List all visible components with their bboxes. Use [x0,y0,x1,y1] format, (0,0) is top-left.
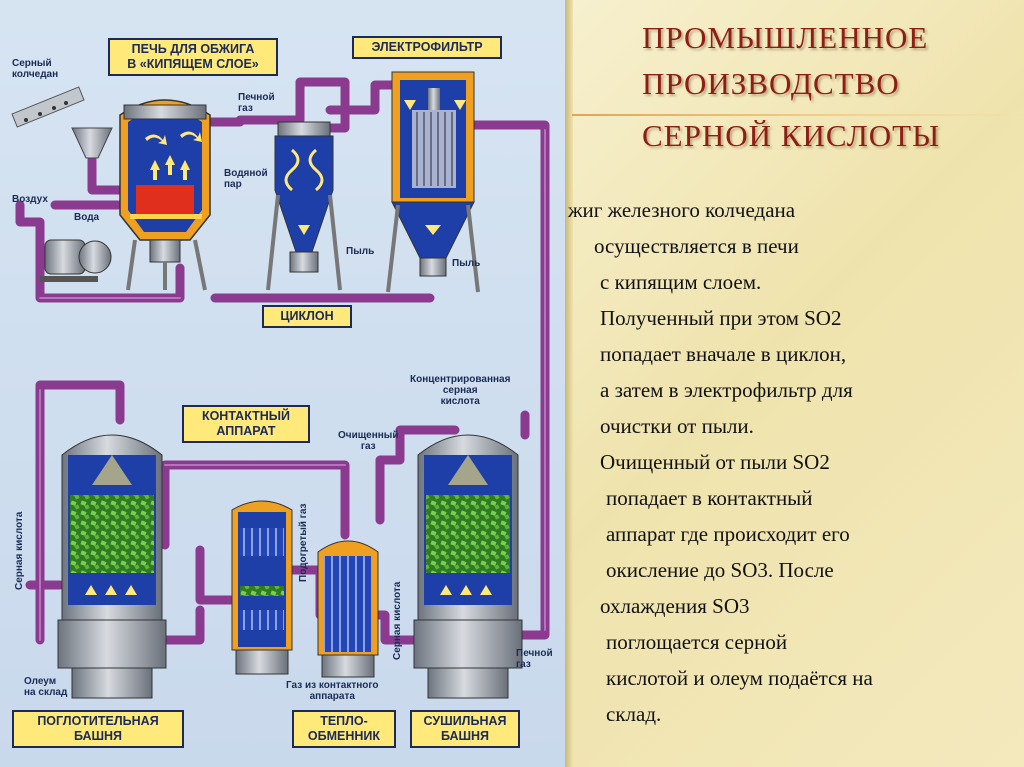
furnace-gas-bottom-line-1: Печной [516,648,553,659]
pipe-feed [87,155,127,195]
contact-box-line-2: АППАРАТ [216,424,276,438]
process-diagram [0,0,565,767]
cyclone-vessel [266,121,342,291]
water-vapor-line-2: пар [224,179,242,190]
oleum-line-1: Олеум [24,676,57,687]
conc-acid-line-2: серная [442,385,478,396]
absorption-box-label: ПОГЛОТИТЕЛЬНАЯ БАШНЯ [12,710,184,748]
water-vapor-line-1: Водяной [224,168,268,179]
title-line-3: СЕРНОЙ КИСЛОТЫ [642,118,941,153]
pyrite-label: Серный колчедан [12,58,58,80]
cleaned-gas-line-1: Очищенный [338,430,399,441]
dust-label-1: Пыль [346,246,375,257]
absorption-box-line-2: БАШНЯ [73,729,123,743]
furnace-box-line-1: ПЕЧЬ ДЛЯ ОБЖИГА [131,42,255,56]
pyrite-label-line-2: колчедан [12,69,59,80]
body-line-6: а затем в электрофильтр для [600,378,853,402]
drying-tower [413,434,523,699]
drying-box-line-2: БАШНЯ [440,729,490,743]
body-line-8: Очищенный от пыли SO2 [600,450,830,474]
heat-exchanger [317,540,379,678]
oleum-label: Олеум на склад [24,676,67,698]
body-line-10: аппарат где происходит его [606,522,850,546]
furnace-box-label: ПЕЧЬ ДЛЯ ОБЖИГА В «КИПЯЩЕМ СЛОЕ» [108,38,278,76]
heat-exchanger-box-label: ТЕПЛО- ОБМЕННИК [292,710,396,748]
furnace-gas-bottom-line-2: газ [516,659,531,670]
body-line-9: попадает в контактный [606,486,813,510]
drying-box-line-1: СУШИЛЬНАЯ [423,714,507,728]
body-line-14: кислотой и олеум подаётся на [606,666,873,690]
furnace-gas-top-line-1: Печной [238,92,275,103]
absorption-tower [57,434,167,699]
pipe-drying-top [375,425,460,525]
heated-gas-label: Подогретый газ [298,503,309,582]
drying-box-label: СУШИЛЬНАЯ БАШНЯ [410,710,520,748]
contact-gas-line-2: аппарата [309,691,355,702]
body-line-13: поглощается серной [606,630,788,654]
water-vapor-label: Водяной пар [224,168,268,190]
conc-acid-line-1: Концентрированная [410,374,511,385]
pipe-furnace-gas [205,77,350,133]
oleum-line-2: на склад [24,687,68,698]
contact-gas-line-1: Газ из контактного [286,680,379,691]
heat-exchanger-box-line-1: ТЕПЛО- [320,714,368,728]
body-line-12: охлаждения SO3 [600,594,750,618]
body-line-3: с кипящим слоем. [600,270,762,294]
electrofilter-box-label: ЭЛЕКТРОФИЛЬТР [352,36,502,59]
contact-apparatus [231,500,293,675]
body-line-2: осуществляется в печи [594,234,799,258]
pipe-cyclone-efilter [325,80,405,115]
pipe-exchanger-bottom [160,605,205,645]
water-label: Вода [74,212,100,223]
conc-acid-label: Концентрированная серная кислота [410,374,510,407]
body-line-11: окисление до SO3. После [606,558,834,582]
cyclone-box-label: ЦИКЛОН [262,305,352,328]
text-panel [565,0,1024,767]
sulfuric-acid-left-label: Серная кислота [14,511,25,590]
air-blower [40,239,112,282]
cleaned-gas-line-2: газ [360,441,376,452]
heat-exchanger-box-line-2: ОБМЕННИК [307,729,381,743]
body-line-5: попадает вначале в циклон, [600,342,847,366]
title-line-1: ПРОМЫШЛЕННОЕ [642,20,929,55]
body-line-7: очистки от пыли. [600,414,754,438]
cleaned-gas-label: Очищенный газ [338,430,399,452]
air-label: Воздух [12,194,48,205]
body-line-1: жиг железного колчедана [568,198,796,222]
electrofilter-vessel [386,71,480,293]
furnace-gas-top-line-2: газ [238,103,253,114]
contact-box-label: КОНТАКТНЫЙ АППАРАТ [182,405,310,443]
title-divider [572,114,1024,116]
dust-label-2: Пыль [452,258,481,269]
title-line-2: ПРОИЗВОДСТВО [642,66,900,101]
furnace-gas-top-label: Печной газ [238,92,275,114]
contact-gas-label: Газ из контактного аппарата [286,680,379,702]
furnace-box-line-2: В «КИПЯЩЕМ СЛОЕ» [127,57,259,71]
contact-box-line-1: КОНТАКТНЫЙ [201,409,291,423]
furnace-vessel [119,99,211,291]
pipe-exchanger-links [195,545,240,605]
conc-acid-line-3: кислота [440,396,480,407]
pyrite-hopper [11,86,113,159]
sulfuric-acid-mid-label: Серная кислота [392,581,403,660]
furnace-gas-bottom-label: Печной газ [516,648,553,670]
pyrite-label-line-1: Серный [12,58,52,69]
body-line-4: Полученный при этом SO2 [600,306,842,330]
body-line-15: склад. [606,702,662,726]
absorption-box-line-1: ПОГЛОТИТЕЛЬНАЯ [37,714,159,728]
pipe-air [15,200,185,303]
